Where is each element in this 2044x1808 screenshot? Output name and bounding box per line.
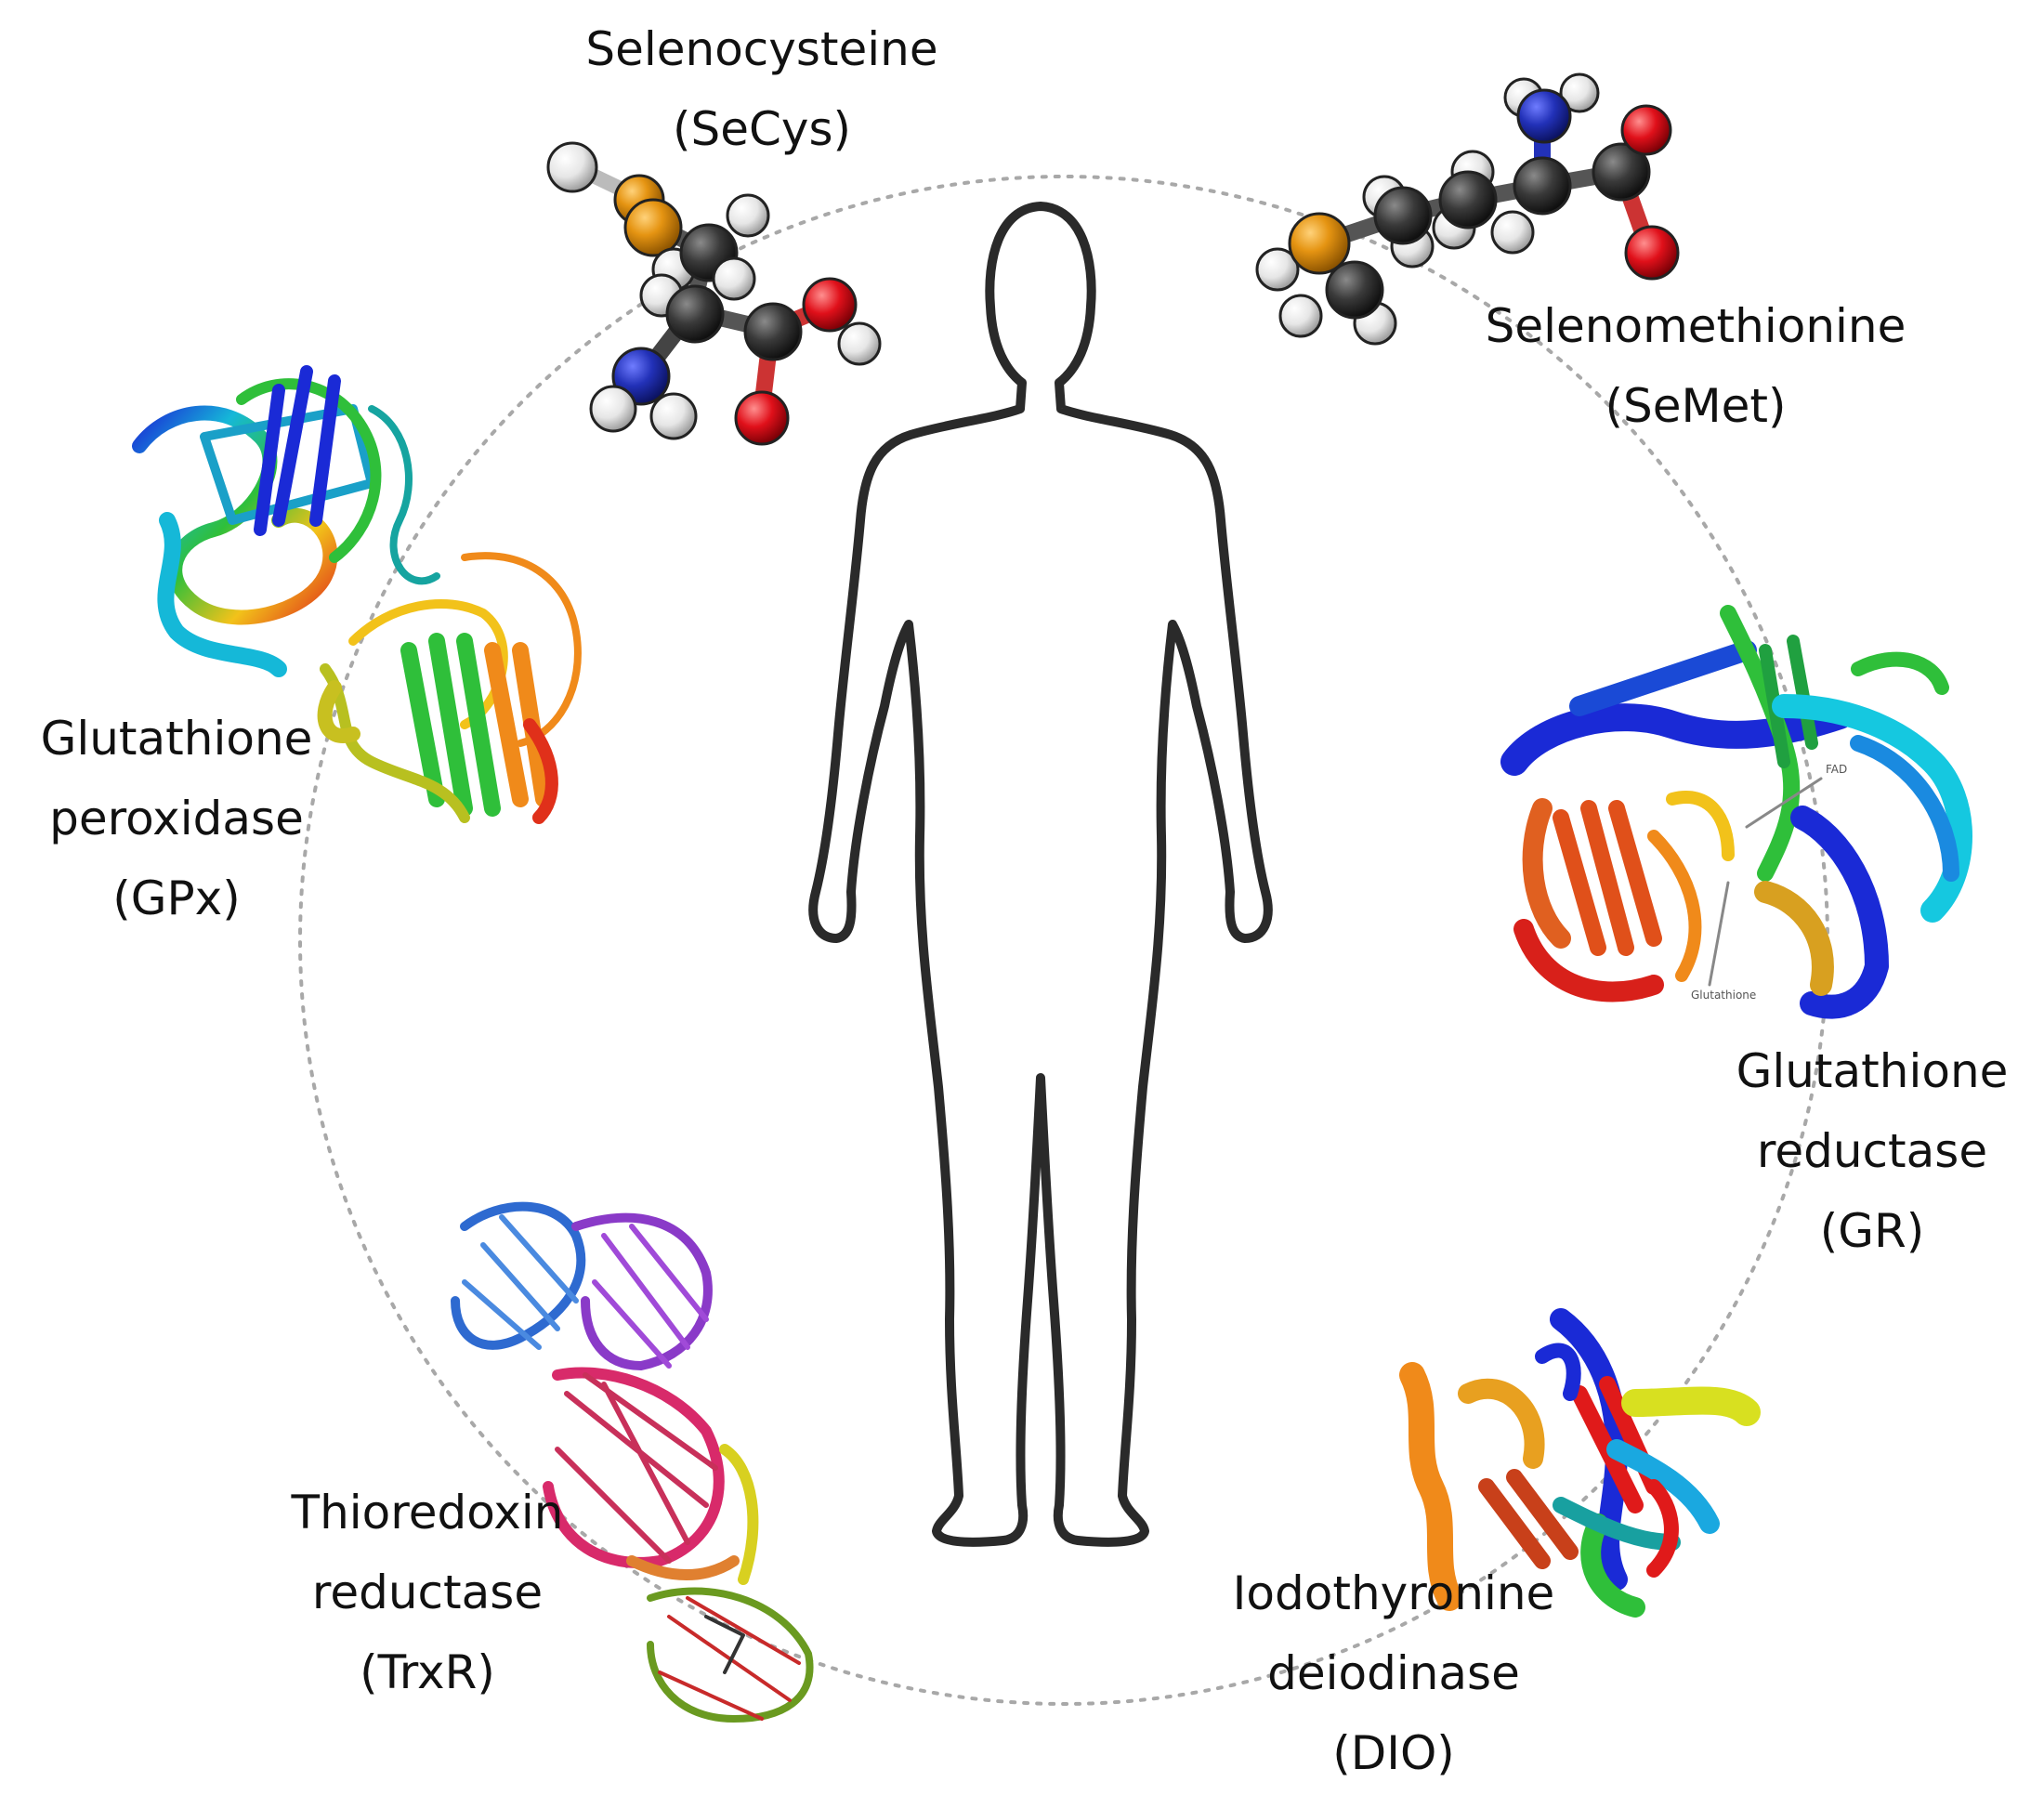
- gpx-label: Glutathione peroxidase (GPx): [9, 699, 344, 938]
- gr-abbr: (GR): [1819, 1204, 1925, 1258]
- gr-annotation-glutathione: Glutathione: [1691, 989, 1756, 1002]
- gr-name-2: reductase: [1756, 1124, 1988, 1178]
- secys-name: Selenocysteine: [585, 22, 938, 76]
- secys-label: Selenocysteine (SeCys): [557, 9, 966, 169]
- gr-name-1: Glutathione: [1736, 1044, 2009, 1098]
- gr-label: Glutathione reductase (GR): [1710, 1031, 2035, 1271]
- semet-name: Selenomethionine: [1485, 299, 1906, 353]
- gr-annotation-fad: FAD: [1826, 763, 1847, 776]
- dio-name-2: deiodinase: [1267, 1646, 1520, 1700]
- selenomethionine-molecule-icon: [1255, 72, 1680, 346]
- trxr-protein-structure-icon: [451, 1201, 814, 1723]
- trxr-label: Thioredoxin reductase (TrxR): [260, 1473, 595, 1712]
- gr-protein-structure-icon: FAD Glutathione: [1500, 605, 1972, 1019]
- gpx-abbr: (GPx): [112, 871, 241, 925]
- secys-abbr: (SeCys): [672, 102, 852, 156]
- gpx-protein-structure-icon: [132, 365, 582, 824]
- gpx-name-1: Glutathione: [40, 712, 313, 766]
- selenocysteine-molecule-icon: [546, 141, 882, 446]
- trxr-name-2: reductase: [311, 1566, 544, 1619]
- semet-abbr: (SeMet): [1605, 379, 1787, 433]
- gpx-name-2: peroxidase: [49, 792, 304, 845]
- dio-label: Iodothyronine deiodinase (DIO): [1199, 1553, 1589, 1793]
- human-body-outline-icon: [808, 202, 1273, 1547]
- dio-protein-structure-icon: [1399, 1308, 1761, 1618]
- dio-abbr: (DIO): [1332, 1726, 1455, 1780]
- trxr-abbr: (TrxR): [360, 1645, 495, 1699]
- semet-label: Selenomethionine (SeMet): [1449, 286, 1942, 446]
- trxr-name-1: Thioredoxin: [291, 1486, 564, 1539]
- dio-name-1: Iodothyronine: [1232, 1566, 1555, 1620]
